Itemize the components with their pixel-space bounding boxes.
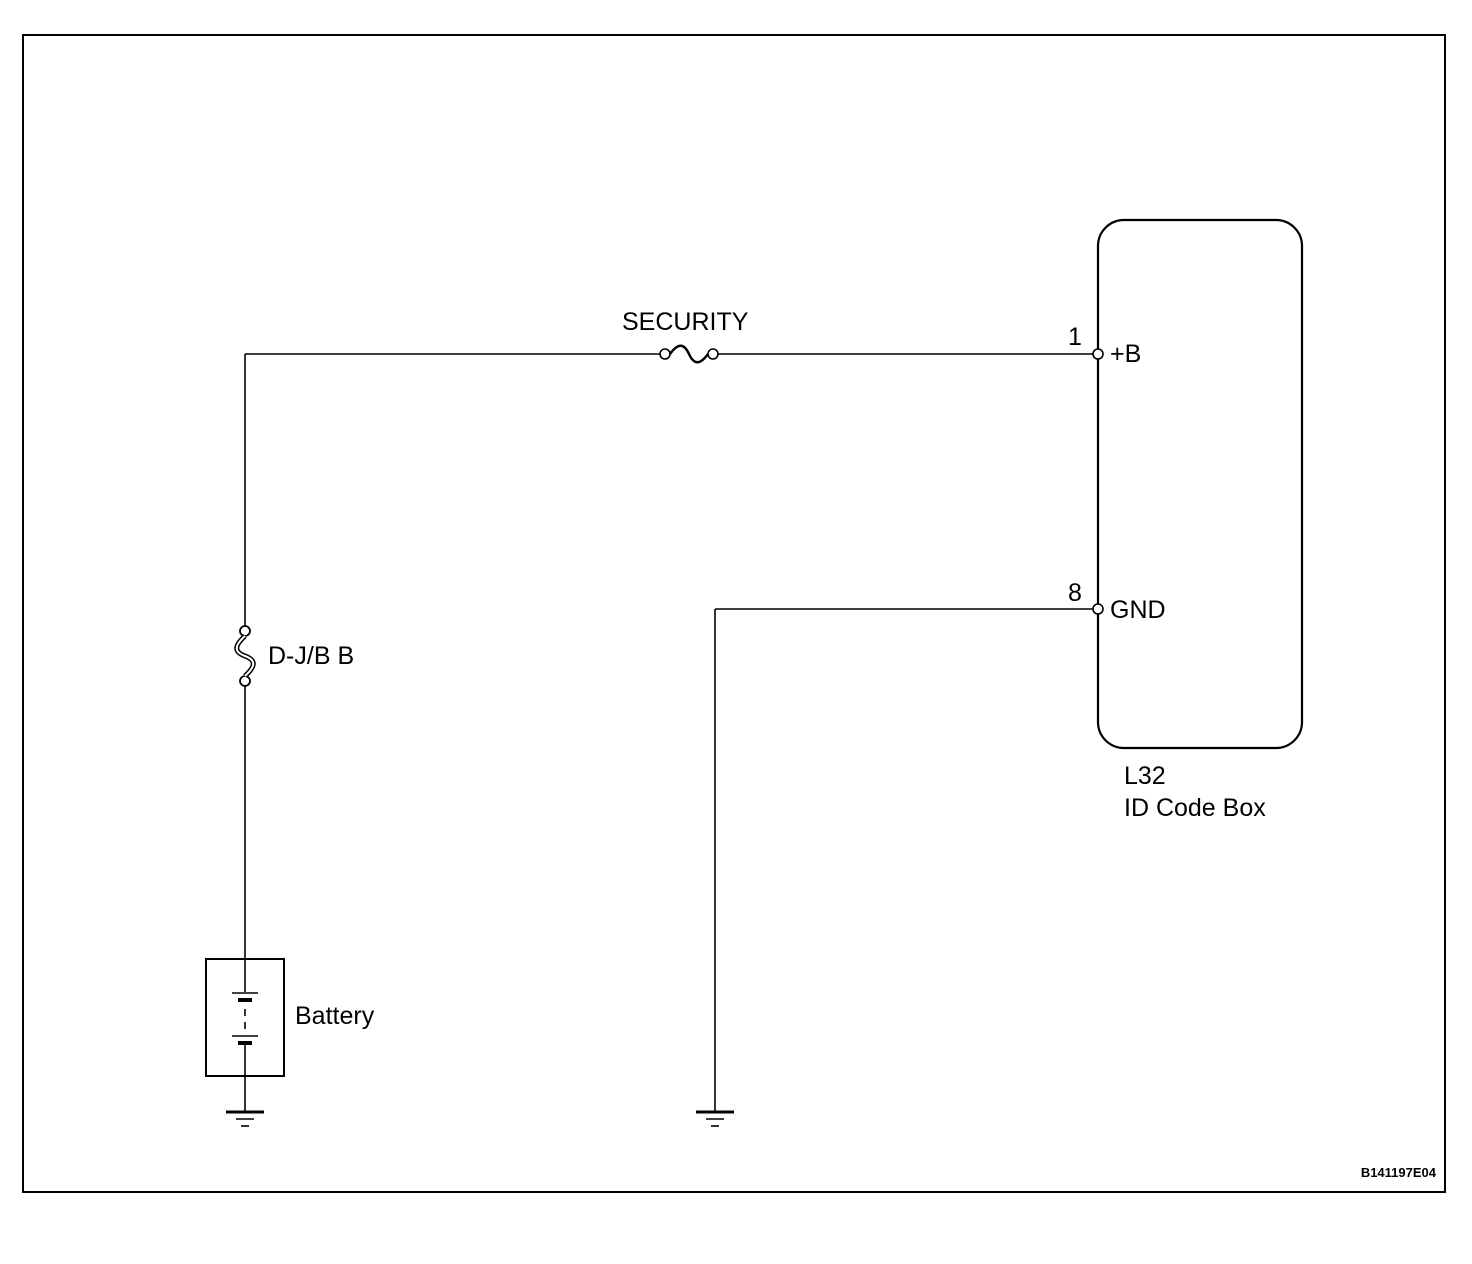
djb-fusible-link-label: D-J/B B (268, 642, 354, 670)
pin-8-number: 8 (1068, 579, 1082, 607)
pin-8-name: GND (1110, 596, 1166, 624)
pin-1-number: 1 (1068, 323, 1082, 351)
figure-code: B141197E04 (1361, 1165, 1437, 1180)
pin-1-terminal-icon (1092, 348, 1104, 360)
security-fuse-icon (659, 344, 719, 364)
component-name: ID Code Box (1124, 794, 1266, 822)
connector-code: L32 (1124, 762, 1166, 790)
djb-fusible-link-icon (234, 625, 256, 687)
power-wire (244, 353, 1094, 1076)
security-fuse-label: SECURITY (622, 308, 749, 336)
pin-8-terminal-icon (1092, 603, 1104, 615)
ground-wire (714, 608, 1094, 1112)
pin-1-name: +B (1110, 340, 1141, 368)
battery-label: Battery (295, 1002, 375, 1030)
battery-ground-icon (226, 1076, 264, 1127)
id-code-box-ecu (1096, 218, 1304, 750)
diagram-frame (22, 34, 1446, 1193)
body-ground-icon (696, 1110, 734, 1127)
battery-icon (205, 958, 285, 1077)
